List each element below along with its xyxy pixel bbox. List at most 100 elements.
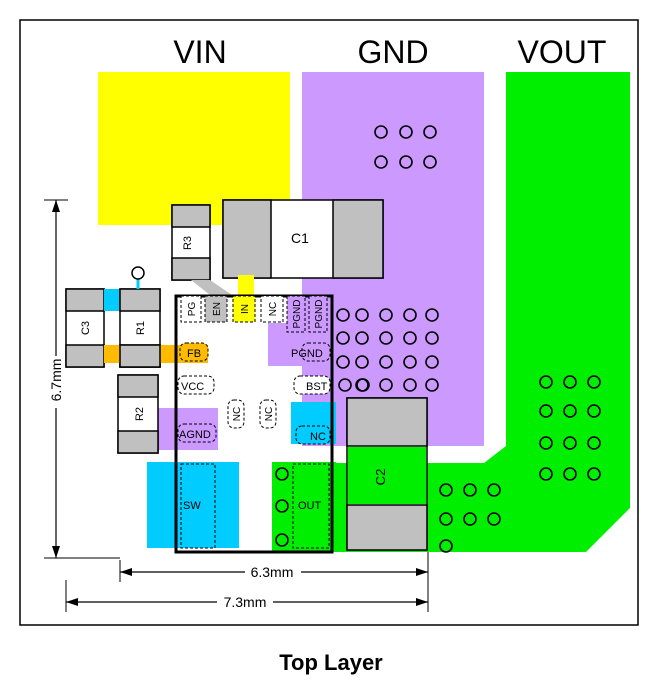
via — [539, 467, 553, 481]
pin-nc-center-2 — [259, 399, 277, 429]
pin-agnd-label: AGND — [179, 429, 211, 441]
dim-height-arrow-bottom — [52, 546, 60, 558]
via — [439, 483, 453, 497]
via — [423, 155, 437, 169]
pin-agnd — [177, 423, 217, 443]
via — [336, 331, 350, 345]
in-trace — [238, 275, 254, 297]
pin-out-label: OUT — [298, 500, 322, 512]
pin-in — [232, 295, 256, 323]
via — [463, 483, 477, 497]
via — [563, 375, 577, 389]
r1-pad-bottom-overlay — [119, 344, 161, 368]
via — [374, 125, 388, 139]
pin-in-label: IN — [240, 304, 251, 314]
c2-center — [348, 447, 426, 504]
pin-vcc — [177, 375, 215, 395]
layer-caption: Top Layer — [279, 650, 383, 675]
dim-w1-arrow-left — [120, 568, 132, 576]
via — [487, 483, 501, 497]
via — [563, 404, 577, 418]
pin-pgnd-1 — [286, 295, 306, 333]
dim-w2-label-bg — [217, 595, 273, 609]
pin-pgnd-2-label: PGND — [314, 300, 325, 329]
pin-pgnd-right — [301, 342, 331, 362]
c2-pad-bottom — [346, 504, 428, 551]
pin-fb — [179, 342, 209, 362]
pin-pgnd-1-label: PGND — [292, 300, 303, 329]
via — [587, 436, 601, 450]
r3-label: R3 — [182, 236, 194, 250]
via — [355, 378, 369, 392]
r2-label: R2 — [134, 407, 146, 421]
via — [423, 125, 437, 139]
dim-height-arrow-top — [52, 200, 60, 212]
via — [336, 308, 350, 322]
via — [425, 355, 439, 369]
pin-en-label: EN — [212, 302, 223, 316]
via — [336, 355, 350, 369]
via — [539, 375, 553, 389]
via — [399, 125, 413, 139]
pin-pgnd-right-label: PGND — [291, 348, 323, 360]
pin-bst — [293, 375, 331, 395]
r2-pad-bottom — [117, 430, 159, 454]
pin-pgnd-2 — [308, 295, 328, 333]
pin-nc-center-1-label: NC — [232, 407, 243, 421]
via — [587, 404, 601, 418]
c3-label: C3 — [80, 321, 92, 335]
via — [355, 308, 369, 322]
c1-label: C1 — [291, 230, 309, 246]
pin-out — [292, 463, 330, 549]
via — [587, 467, 601, 481]
dim-w2-arrow-left — [66, 598, 78, 606]
vout-pour — [330, 72, 630, 552]
dim-w2-label: 7.3mm — [224, 594, 267, 610]
via — [403, 355, 417, 369]
c3-pad-bottom — [65, 344, 105, 368]
via — [563, 467, 577, 481]
via — [563, 436, 577, 450]
via — [379, 331, 393, 345]
c1-pad-left — [222, 199, 272, 279]
pin-bst-label: BST — [306, 381, 328, 393]
via — [587, 375, 601, 389]
via — [399, 155, 413, 169]
via-grid — [336, 125, 601, 553]
pin-sw-label: SW — [183, 500, 201, 512]
c2-pad-top — [346, 397, 428, 447]
via — [374, 155, 388, 169]
via — [355, 355, 369, 369]
pin-sw — [180, 463, 216, 549]
net-label-gnd: GND — [357, 34, 428, 70]
via — [275, 533, 289, 547]
gnd-pour — [302, 72, 484, 446]
via — [439, 512, 453, 526]
net-label-vin: VIN — [173, 34, 226, 70]
pin-pg — [180, 295, 202, 323]
pin-nc-center-2-label: NC — [264, 407, 275, 421]
r1-label: R1 — [135, 321, 147, 335]
r3-trace — [191, 280, 232, 295]
via — [425, 378, 439, 392]
r3-pad-bottom — [171, 257, 211, 281]
dim-height-label: 6.7mm — [48, 359, 64, 402]
pin-nc-right — [295, 425, 331, 445]
pin-nc-center-1 — [227, 399, 245, 429]
pin-nc-top — [260, 295, 284, 323]
pin-nc-top-label: NC — [268, 302, 279, 316]
vin-pour — [98, 72, 290, 225]
dim-w1-arrow-right — [416, 568, 428, 576]
pin-fb-label: FB — [187, 348, 201, 360]
dim-w1-label: 6.3mm — [251, 564, 294, 580]
pin-pg-label: PG — [187, 302, 198, 317]
via — [379, 308, 393, 322]
pin-vcc-label: VCC — [181, 381, 204, 393]
r1-pad-top — [119, 288, 161, 312]
via — [355, 331, 369, 345]
via — [539, 436, 553, 450]
via — [338, 378, 352, 392]
pin-en — [204, 295, 228, 323]
r3-pad-top — [171, 204, 211, 228]
